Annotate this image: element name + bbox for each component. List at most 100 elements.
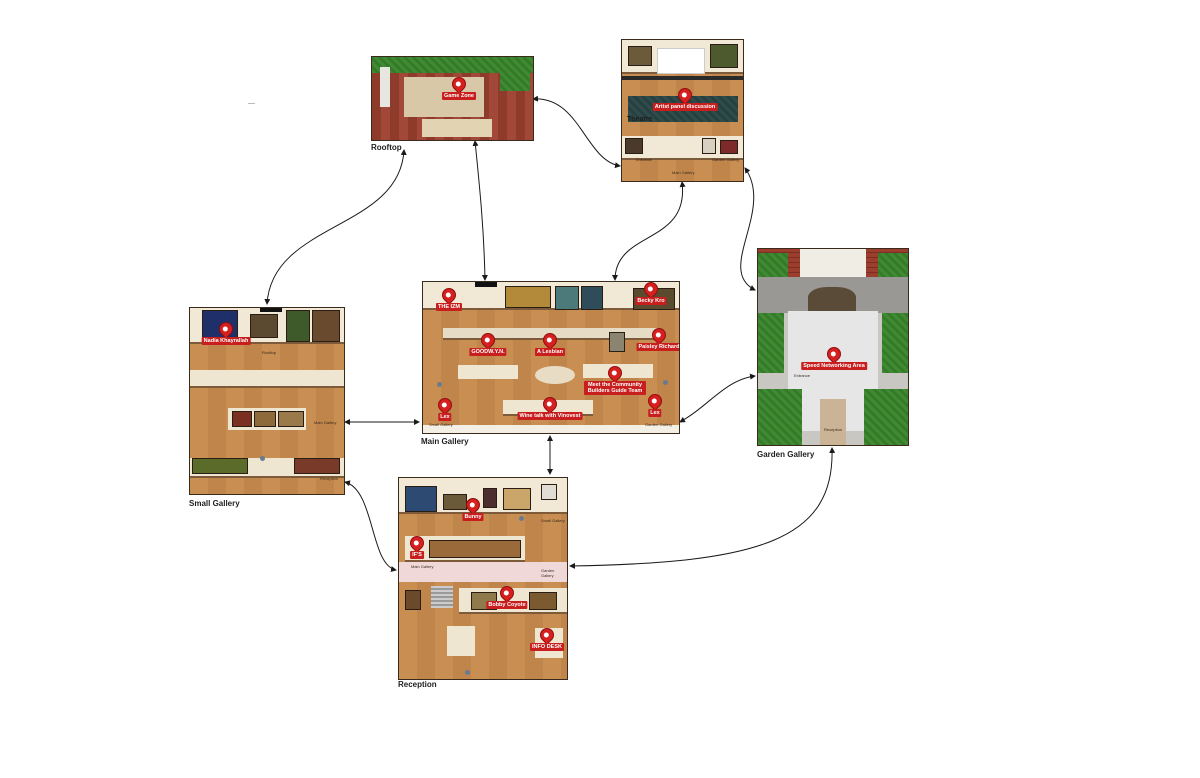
- doorway-sign[interactable]: Garden Gallery: [712, 157, 740, 162]
- room-label-garden-gallery: Garden Gallery: [757, 450, 815, 459]
- pin-label: Paisley Richard: [636, 343, 680, 352]
- garden-lawn: [864, 389, 908, 445]
- rooftop-room[interactable]: Game Zone: [371, 56, 534, 141]
- main-gallery-room[interactable]: Small Gallery Garden Gallery THE IZM Bec…: [422, 281, 680, 434]
- rooftop-tower: [380, 67, 390, 107]
- doorway-sign[interactable]: Small Gallery: [429, 422, 453, 427]
- garden-lawn: [758, 389, 802, 445]
- garden-lawn: [882, 313, 908, 373]
- garden-sculpture: [808, 287, 856, 313]
- artwork: [505, 286, 551, 308]
- doorway-sign[interactable]: Garden Gallery: [541, 568, 555, 578]
- artwork: [529, 592, 557, 610]
- artwork: [483, 488, 497, 508]
- garden-lawn: [758, 253, 788, 277]
- doorway: [475, 282, 497, 287]
- map-pin-icon[interactable]: Speed Networking Area: [801, 344, 867, 375]
- map-pin-icon[interactable]: Wine talk with Vinovest: [517, 394, 583, 425]
- doorway: [260, 308, 282, 312]
- artwork: [628, 46, 652, 66]
- doorway-sign[interactable]: Entrance: [794, 373, 811, 378]
- doorway-sign[interactable]: Main Gallery: [672, 170, 695, 175]
- pin-label: IF'S: [410, 551, 424, 560]
- map-pin-icon: [537, 625, 557, 645]
- map-pin-icon[interactable]: Bobby Coyote: [486, 583, 528, 614]
- artwork: [609, 332, 625, 352]
- artwork: [503, 488, 531, 510]
- map-pin-icon: [449, 74, 469, 94]
- pin-label: Wine talk with Vinovest: [517, 412, 583, 421]
- connector-rooftop-main-gallery: [472, 140, 488, 281]
- map-pin-icon[interactable]: Meet the Community Builders Guide Team: [584, 363, 646, 396]
- map-pin-icon[interactable]: Becky Kro: [635, 282, 667, 310]
- map-pin-icon: [216, 319, 236, 339]
- pin-label: Meet the Community Builders Guide Team: [584, 381, 646, 396]
- doorway-sign[interactable]: Small Gallery: [541, 518, 565, 523]
- garden-lawn: [758, 313, 784, 373]
- artwork: [192, 458, 248, 474]
- artwork: [443, 494, 467, 510]
- map-pin-icon: [478, 330, 498, 350]
- pin-label: Nadia Khayrallah: [201, 337, 251, 346]
- pin-label: INFO DESK: [530, 643, 564, 652]
- pin-label: Bobby Coyote: [486, 601, 528, 610]
- map-pin-icon[interactable]: Paisley Richard: [636, 325, 679, 356]
- map-pin-icon: [675, 85, 695, 105]
- small-gallery-room[interactable]: Main Gallery Reception Rooftop Nadia Kha…: [189, 307, 345, 495]
- connector-theatre-main-gallery: [612, 181, 686, 281]
- exhibit-plinth: [447, 626, 475, 656]
- map-pin-icon: [463, 495, 483, 515]
- map-pin-icon: [824, 344, 844, 364]
- avatar-dot: [437, 382, 442, 387]
- map-pin-icon[interactable]: Artist panel discussion: [652, 85, 718, 116]
- artwork: [581, 286, 603, 310]
- reception-corridor: [399, 562, 567, 582]
- doorway-sign[interactable]: Entrance: [636, 157, 653, 162]
- pin-label: Speed Networking Area: [801, 362, 867, 371]
- pin-label: Lex: [438, 413, 452, 422]
- theatre-room[interactable]: Artist panel discussion Theatre Entrance…: [621, 39, 744, 182]
- garden-path: [820, 399, 846, 445]
- reception-stairs: [431, 586, 453, 608]
- pin-label: Lex: [648, 409, 662, 418]
- room-label-small-gallery: Small Gallery: [189, 499, 240, 508]
- connector-rooftop-theatre: [532, 95, 621, 169]
- room-label-main-gallery: Main Gallery: [421, 437, 469, 446]
- artwork: [710, 44, 738, 68]
- map-pin-icon[interactable]: THE IZM: [436, 285, 462, 316]
- artwork: [250, 314, 278, 338]
- map-pin-icon[interactable]: A Lesbian: [534, 330, 566, 361]
- map-pin-icon[interactable]: GOODW.Y.N.: [469, 330, 507, 361]
- artwork: [555, 286, 579, 310]
- garden-gallery-room[interactable]: Entrance Reception Speed Networking Area: [757, 248, 909, 446]
- avatar-dot: [663, 380, 668, 385]
- avatar-dot: [465, 670, 470, 675]
- map-pin-icon[interactable]: Bunny: [462, 495, 484, 526]
- map-pin-icon[interactable]: Lex: [645, 391, 665, 422]
- map-pin-icon[interactable]: Nadia Khayrallah: [201, 319, 251, 350]
- doorway-sign[interactable]: Rooftop: [262, 350, 277, 355]
- pin-label: A Lesbian: [534, 348, 566, 357]
- map-pin-icon[interactable]: Game Zone: [442, 74, 476, 105]
- artwork: [702, 138, 716, 154]
- pin-label: Artist panel discussion: [652, 103, 718, 112]
- doorway-sign[interactable]: Reception: [824, 427, 843, 432]
- floor-rug: [535, 366, 575, 384]
- avatar-dot: [519, 516, 524, 521]
- doorway-sign[interactable]: Main Gallery: [411, 564, 434, 569]
- artwork: [405, 590, 421, 610]
- doorway-sign[interactable]: Garden Gallery: [645, 422, 673, 427]
- theatre-stage-edge: [622, 76, 743, 80]
- reception-room[interactable]: Main Gallery Small Gallery Garden Galler…: [398, 477, 568, 680]
- artwork: [625, 138, 643, 154]
- exhibit-plinth: [458, 365, 518, 379]
- pin-label: Becky Kro: [635, 297, 667, 306]
- rooftop-trees: [372, 57, 533, 73]
- map-pin-icon[interactable]: Lex: [435, 395, 455, 426]
- map-pin-icon[interactable]: INFO DESK: [530, 625, 564, 656]
- doorway-sign[interactable]: Main Gallery: [314, 420, 337, 425]
- map-pin-icon[interactable]: IF'S: [407, 533, 427, 564]
- doorway-sign[interactable]: Reception: [320, 476, 339, 481]
- artwork: [294, 458, 340, 474]
